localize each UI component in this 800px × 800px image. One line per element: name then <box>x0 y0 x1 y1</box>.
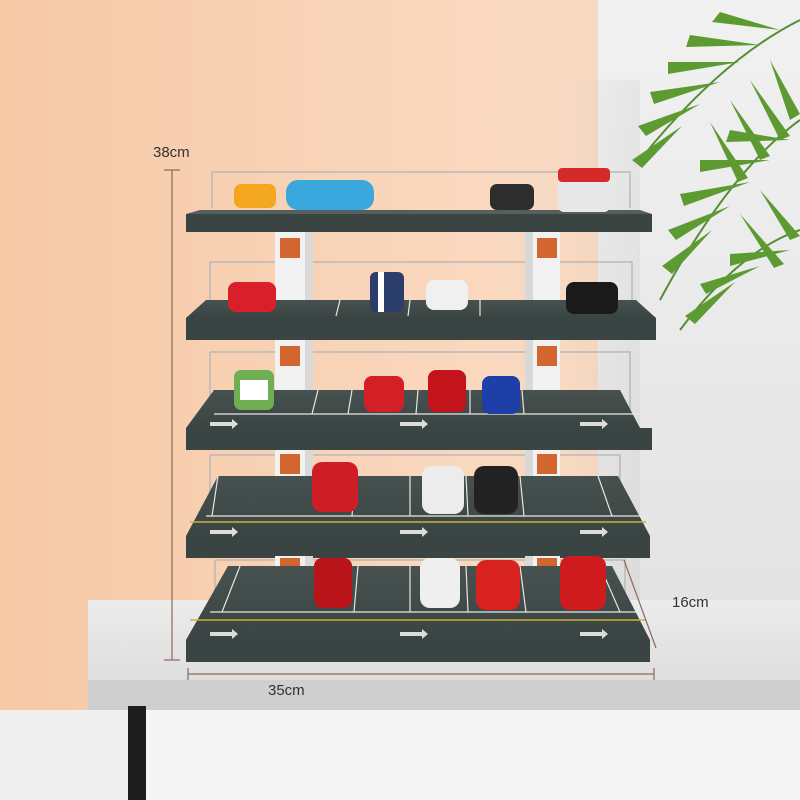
floor-left <box>0 710 128 800</box>
pillars-level-4 <box>275 232 560 312</box>
level-4-deck <box>186 299 656 340</box>
level-2-deck <box>186 475 650 558</box>
width-dimension-label: 35cm <box>268 682 305 699</box>
level-5-deck <box>186 210 652 232</box>
table-front <box>88 680 800 710</box>
level-1-deck <box>186 565 650 662</box>
table-leg <box>128 706 146 800</box>
dimension-lines <box>164 169 657 680</box>
height-dimension-label: 38cm <box>153 144 190 161</box>
level-3-deck <box>186 389 652 450</box>
floor <box>146 710 800 800</box>
depth-dimension-label: 16cm <box>672 594 709 611</box>
toy-cars <box>228 168 618 610</box>
